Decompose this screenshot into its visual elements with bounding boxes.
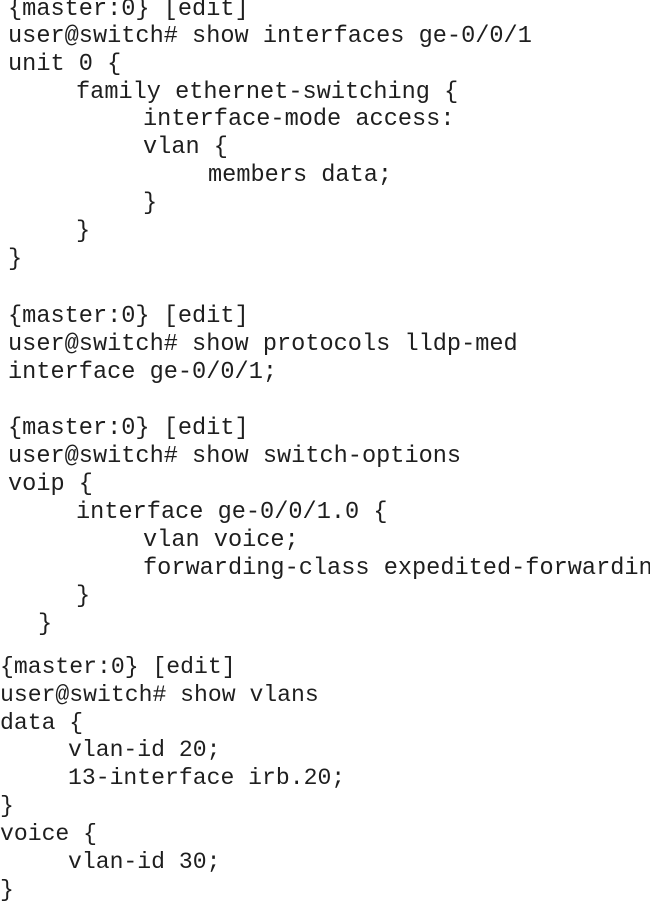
cli-output-line: vlan-id 30; — [68, 849, 221, 875]
cli-output-line: interface-mode access: — [143, 106, 455, 133]
cli-output-line: interface ge-0/0/1.0 { — [76, 499, 388, 526]
cli-output-line: vlan-id 20; — [68, 737, 221, 763]
cli-output-line: } — [76, 583, 91, 610]
cli-output-line: interface ge-0/0/1; — [8, 359, 278, 386]
cli-command: user@switch# show protocols lldp-med — [8, 331, 518, 358]
cli-prompt: {master:0} [edit] — [8, 0, 249, 23]
cli-output-line: } — [0, 793, 14, 819]
cli-output-line: } — [76, 218, 91, 245]
cli-prompt: {master:0} [edit] — [0, 654, 236, 680]
cli-output-line: vlan voice; — [143, 527, 299, 554]
cli-output-line: voice { — [0, 821, 98, 847]
cli-command: user@switch# show interfaces ge-0/0/1 — [8, 23, 532, 50]
cli-command: user@switch# show vlans — [0, 682, 319, 708]
cli-prompt: {master:0} [edit] — [8, 303, 249, 330]
cli-output-line: vlan { — [143, 134, 228, 161]
cli-command: user@switch# show switch-options — [8, 443, 462, 470]
cli-output-line: 13-interface irb.20; — [68, 765, 346, 791]
cli-output-line: unit 0 { — [8, 51, 122, 78]
cli-output-line: } — [38, 611, 53, 638]
cli-output-line: } — [143, 190, 158, 217]
cli-output-line: data { — [0, 710, 84, 736]
cli-prompt: {master:0} [edit] — [8, 415, 249, 442]
cli-output-line: forwarding-class expedited-forwarding — [143, 555, 650, 582]
cli-output-line: family ethernet-switching { — [76, 79, 459, 106]
cli-output-line: voip { — [8, 471, 93, 498]
cli-output-line: members data; — [208, 162, 393, 189]
cli-output-line: } — [8, 246, 23, 273]
cli-output-line: } — [0, 877, 14, 903]
